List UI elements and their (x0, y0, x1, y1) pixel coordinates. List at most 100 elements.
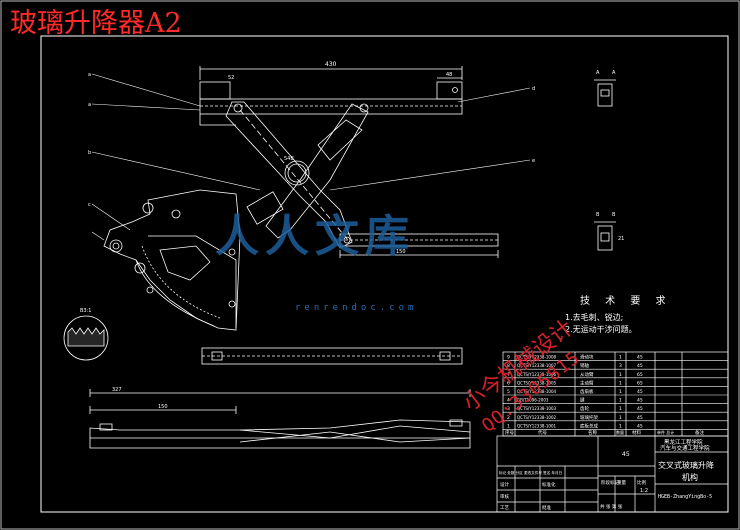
bom-cell-name: 齿扇板 (580, 388, 594, 395)
bom-hdr-code: 代号 (538, 429, 547, 436)
watermark-logo: 人人文库 (215, 211, 415, 262)
callout-3: b (88, 150, 91, 156)
bom-cell-name: 从动臂 (580, 371, 594, 378)
bom-hdr-qty: 数量 (616, 429, 624, 435)
base-plate (103, 189, 284, 331)
bom-cell-no: 7 (507, 372, 510, 378)
bom-cell-mat: 45 (637, 406, 643, 412)
bom-cell-code: QCTS/Y12338-1006 (517, 372, 557, 377)
tb-material-mark: 45 (622, 451, 630, 458)
bom-cell-code: GB/T1096-2003 (517, 398, 549, 403)
bom-cell-no: 3 (507, 406, 510, 412)
bom-cell-mat: 45 (637, 415, 643, 421)
tb-dept: 汽车与交通工程学院 (660, 444, 710, 452)
bom-cell-qty: 1 (619, 406, 622, 412)
dim-top-overall: 430 (325, 61, 337, 68)
tb-stage-label: 阶段标记 (601, 479, 619, 486)
bom-cell-mat: 65 (637, 380, 643, 386)
bom-hdr-note: 备注 (695, 429, 704, 436)
scissor-arms (225, 101, 369, 249)
bom-hdr-no: 序号 (505, 429, 514, 436)
bom-hdr-name: 名称 (588, 429, 597, 436)
section-b (594, 221, 616, 251)
tb-scale-label: 比例 (637, 479, 646, 486)
mid-rail-view (201, 347, 463, 365)
tb-school: 黑龙江工程学院 (664, 438, 703, 446)
bom-cell-code: QCTS/Y12338-1004 (517, 389, 557, 394)
bom-cell-no: 1 (507, 423, 510, 429)
tb-checker-label: 审核 (500, 493, 509, 500)
tb-sheet-label: 共 张 第 张 (600, 503, 623, 510)
tb-drawing-name: 交叉式玻璃升降 (658, 460, 714, 470)
bom-cell-qty: 1 (619, 372, 622, 378)
arm-label: 54B (284, 156, 294, 162)
tb-rev-label: 标记 处数 分区 更改文件号 签名 年月日 (499, 470, 562, 475)
bom-cell-qty: 1 (619, 389, 622, 395)
callout-1: a (88, 72, 91, 78)
bom-cell-no: 2 (507, 415, 510, 421)
lower-short-rail (339, 233, 499, 258)
watermark-url: renrendoc.com (295, 303, 418, 313)
tech-requirements-title: 技 术 要 求 (580, 296, 672, 307)
bom-cell-mat: 45 (637, 355, 643, 361)
callout-6: e (532, 158, 535, 164)
bom-cell-mat: 45 (637, 423, 643, 429)
bom-cell-qty: 1 (619, 415, 622, 421)
callout-4: c (88, 202, 91, 208)
tb-designer-label: 设计 (500, 481, 509, 488)
bom-cell-name: 玻璃托架 (580, 414, 598, 421)
bom-cell-name: 滑动块 (580, 354, 594, 361)
tb-process-label: 工艺 (500, 505, 509, 511)
bom-cell-qty: 1 (619, 355, 622, 361)
bom-cell-mat: 45 (637, 389, 643, 395)
callout-2: a (88, 102, 91, 108)
inner-frame (40, 35, 729, 513)
section-b-left: B (596, 212, 600, 218)
tech-requirement-2: 2.无运动干涉问题。 (565, 325, 637, 334)
dim-bottom-overall: 327 (112, 387, 122, 393)
bom-cell-qty: 1 (619, 423, 622, 429)
section-a-left: A (596, 70, 600, 76)
detail-view (63, 315, 109, 361)
bom-cell-qty: 1 (619, 380, 622, 386)
bom-hdr-mass: 单件 总计 (657, 429, 674, 435)
callout-5: d (532, 86, 535, 92)
tb-scale: 1:2 (640, 488, 648, 494)
tb-approve-label: 批准 (542, 504, 551, 511)
tb-drawing-name-2: 机构 (682, 472, 698, 482)
bom-hdr-mat: 材料 (632, 429, 641, 436)
bom-cell-no: 4 (507, 398, 510, 404)
bom-cell-no: 9 (507, 355, 510, 361)
bom-cell-name: 底板总成 (580, 422, 598, 429)
bom-cell-name: 销轴 (580, 362, 589, 369)
bom-cell-no: 6 (507, 380, 510, 386)
bom-cell-code: QCTS/Y12338-1001 (517, 423, 557, 428)
bom-cell-code: QCTS/Y12338-1005 (517, 380, 557, 385)
bom-cell-no: 8 (507, 363, 510, 369)
bom-cell-mat: 45 (637, 398, 643, 404)
dim-lower-arm: 150 (396, 249, 406, 255)
leader-lines (91, 73, 531, 241)
tb-drawing-code: HGEB-ZhangYingBo-5 (658, 494, 712, 500)
bom-cell-mat: 65 (637, 372, 643, 378)
tb-weight-label: 重量 (617, 479, 626, 486)
bom-rows: 9 QCTS/Y12338-1008 滑动块 1 45 8 QCTS/Y12338-1007… (503, 354, 728, 430)
bom-cell-name: 键 (580, 397, 585, 404)
bom-cell-qty: 3 (619, 363, 622, 369)
dim-top-right: 48 (446, 72, 452, 78)
bom-cell-mat: 45 (637, 363, 643, 369)
bom-cell-name: 齿轮 (580, 405, 589, 412)
section-a (594, 79, 616, 107)
bom-cell-code: QCTS/Y12338-1008 (517, 355, 557, 360)
tech-requirement-1: 1.去毛刺、锐边; (565, 313, 624, 322)
dim-bottom-left: 150 (158, 404, 168, 410)
title-block-grid (496, 435, 729, 513)
dim-right-small: 21 (618, 236, 624, 242)
bom-cell-code: QCTS/Y12338-1002 (517, 415, 557, 420)
dim-left-small: 52 (228, 75, 234, 81)
tb-standard-label: 标准化 (542, 481, 556, 488)
bom-cell-code: QCTS/Y12338-1007 (517, 363, 557, 368)
section-a-right: A (612, 70, 616, 76)
